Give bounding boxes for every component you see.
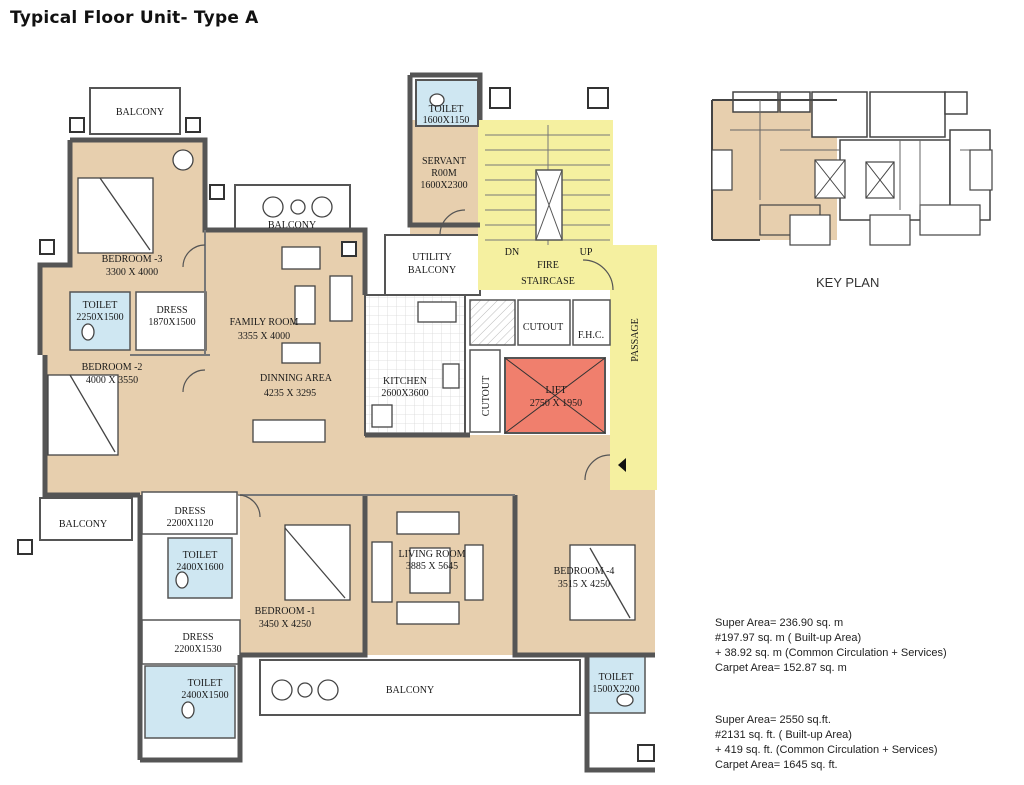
bedroom4-size: 3515 X 4250	[558, 579, 610, 590]
toilet-1	[69, 291, 131, 351]
dinning-area-label: DINNING AREA	[260, 373, 333, 384]
bedroom2-label: BEDROOM -2	[82, 362, 143, 373]
fire-label-2: STAIRCASE	[521, 276, 575, 287]
lift-size: 2750 X 1950	[530, 398, 582, 409]
kitchen-size: 2600X3600	[381, 388, 428, 399]
toilet1-label: TOILET	[83, 300, 118, 311]
floor-area	[40, 120, 655, 655]
page-title: Typical Floor Unit- Type A	[10, 8, 259, 28]
toilet-3	[144, 665, 236, 739]
passage-label: PASSAGE	[630, 318, 641, 362]
utility-label-1: UTILITY	[412, 252, 451, 263]
dn-label: DN	[505, 247, 519, 258]
servant-size: 1600X2300	[420, 180, 467, 191]
area-imperial-line: #2131 sq. ft. ( Built-up Area)	[715, 729, 852, 741]
cutout-label-2: CUTOUT	[481, 376, 492, 416]
room-labels: BALCONY BEDROOM -3 3300 X 4000 BALCONY T…	[59, 104, 641, 701]
key-plan-label: KEY PLAN	[816, 275, 880, 290]
area-imperial-line: Super Area= 2550 sq.ft.	[715, 714, 831, 726]
bedroom3-label: BEDROOM -3	[102, 254, 163, 265]
toilet-servant-size: 1600X1150	[423, 115, 470, 126]
family-room-label: FAMILY ROOM	[230, 317, 299, 328]
fire-label-1: FIRE	[537, 260, 559, 271]
toilet-4	[587, 654, 646, 714]
cutout-label-1: CUTOUT	[523, 322, 563, 333]
dress3-label: DRESS	[182, 632, 213, 643]
area-imperial-line: Carpet Area= 1645 sq. ft.	[715, 759, 838, 771]
toilet3-label: TOILET	[188, 678, 223, 689]
kitchen-label: KITCHEN	[383, 376, 427, 387]
lift-label: LIFT	[545, 385, 566, 396]
dress1-size: 1870X1500	[148, 317, 195, 328]
furniture	[47, 93, 636, 719]
area-imperial-line: + 419 sq. ft. (Common Circulation + Serv…	[715, 744, 938, 756]
passage	[610, 245, 657, 490]
balcony-top-left-label: BALCONY	[116, 107, 164, 118]
area-imperial: Super Area= 2550 sq.ft. #2131 sq. ft. ( …	[715, 713, 938, 773]
bedroom2-size: 4000 X 3550	[86, 375, 138, 386]
utility-label-2: BALCONY	[408, 265, 456, 276]
toilet4-size: 1500X2200	[592, 684, 639, 695]
dinning-area-size: 4235 X 3295	[264, 388, 316, 399]
balcony-bottom-label: BALCONY	[386, 685, 434, 696]
servant-label-1: SERVANT	[422, 156, 466, 167]
bedroom1-size: 3450 X 4250	[259, 619, 311, 630]
balcony-top-mid-label: BALCONY	[268, 220, 316, 231]
area-metric-line: Super Area= 236.90 sq. m	[715, 617, 844, 629]
balcony-left	[39, 497, 133, 541]
fhc-label: F.H.C.	[578, 330, 604, 341]
bedroom4-label: BEDROOM -4	[554, 566, 615, 577]
area-metric-line: Carpet Area= 152.87 sq. m	[715, 662, 847, 674]
dress3-size: 2200X1530	[174, 644, 221, 655]
toilet1-size: 2250X1500	[76, 312, 123, 323]
dress1-label: DRESS	[156, 305, 187, 316]
living-room-size: 3885 X 5645	[406, 561, 458, 572]
key-plan-diagram	[711, 91, 993, 246]
toilet2-label: TOILET	[183, 550, 218, 561]
toilet-servant-label: TOILET	[429, 104, 464, 115]
toilet2-size: 2400X1600	[176, 562, 223, 573]
family-room-size: 3355 X 4000	[238, 331, 290, 342]
dress2-size: 2200X1120	[167, 518, 214, 529]
toilet3-size: 2400X1500	[181, 690, 228, 701]
servant-label-2: R00M	[431, 168, 457, 179]
utility-balcony	[384, 234, 481, 296]
balcony-bottom	[259, 659, 581, 716]
area-metric-line: + 38.92 sq. m (Common Circulation + Serv…	[715, 647, 947, 659]
bedroom3-size: 3300 X 4000	[106, 267, 158, 278]
balcony-top-left	[89, 87, 181, 135]
balcony-left-label: BALCONY	[59, 519, 107, 530]
toilet4-label: TOILET	[599, 672, 634, 683]
toilet-2	[167, 537, 233, 599]
bedroom1-label: BEDROOM -1	[255, 606, 316, 617]
living-room-label: LIVING ROOM	[399, 549, 466, 560]
dress2-label: DRESS	[174, 506, 205, 517]
area-metric: Super Area= 236.90 sq. m #197.97 sq. m (…	[715, 616, 947, 676]
up-label: UP	[580, 247, 593, 258]
area-metric-line: #197.97 sq. m ( Built-up Area)	[715, 632, 862, 644]
